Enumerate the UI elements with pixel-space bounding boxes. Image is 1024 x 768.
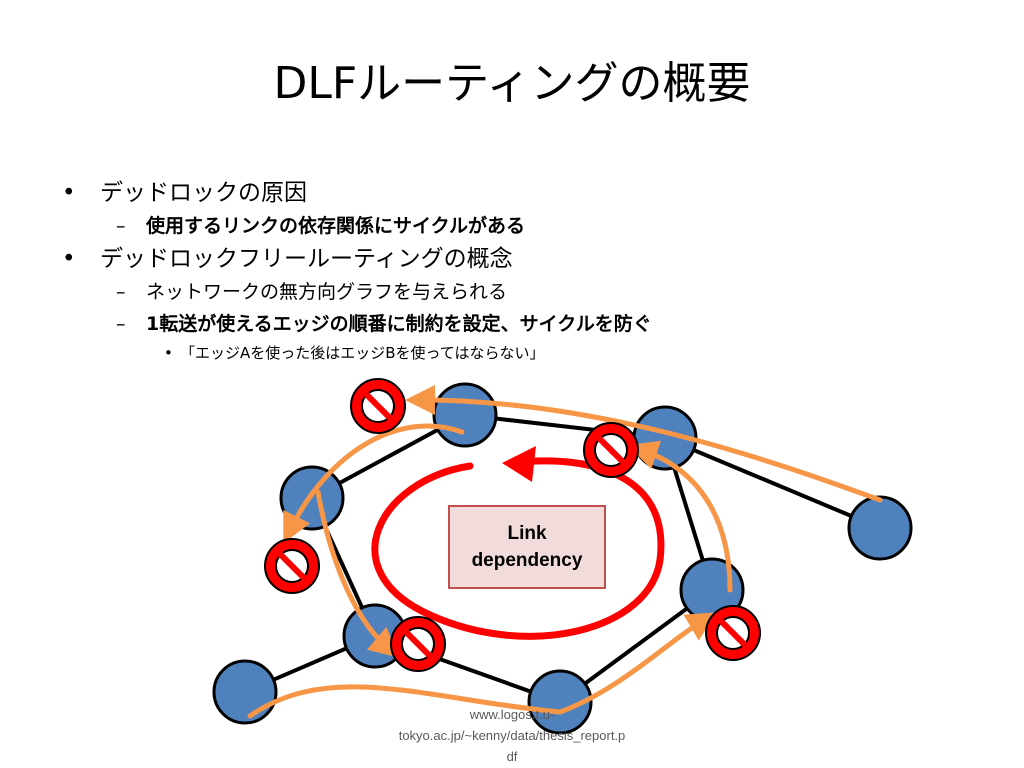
bullet-text: 使用するリンクの依存関係にサイクルがある <box>146 215 526 237</box>
dash-marker: – <box>116 281 126 303</box>
link-box-label-line1: Link <box>507 523 547 544</box>
sub-sub-bullet-item: • 「エッジAを使った後はエッジBを使ってはならない」 <box>60 340 960 366</box>
bullet-text: デッドロックの原因 <box>100 180 307 206</box>
bullet-text: 「エッジAを使った後はエッジBを使ってはならない」 <box>180 344 545 362</box>
link-dependency-box: Link dependency <box>448 505 606 589</box>
route-arrows <box>247 385 883 719</box>
bullet-marker: • <box>164 344 173 362</box>
route-arrow <box>627 440 733 593</box>
dash-marker: – <box>116 215 126 237</box>
cycle-arrow-head <box>502 446 536 482</box>
prohibition-icon <box>264 538 320 594</box>
cycle-arrow-curve <box>371 457 665 640</box>
source-url: www.logos.t.u- tokyo.ac.jp/~kenny/data/t… <box>362 704 662 767</box>
route-arrow <box>315 489 400 658</box>
cycle-arrow <box>371 446 665 640</box>
bullet-list: •デッドロックの原因 –使用するリンクの依存関係にサイクルがある •デッドロック… <box>60 176 960 366</box>
sub-bullet-item: –ネットワークの無方向グラフを与えられる <box>60 276 960 308</box>
prohibition-icon <box>705 605 761 661</box>
source-line: df <box>506 749 518 764</box>
sub-bullet-item: –1転送が使えるエッジの順番に制約を設定、サイクルを防ぐ <box>60 308 960 340</box>
prohibition-icon <box>350 378 406 434</box>
graph-node <box>847 495 913 561</box>
graph-node <box>527 669 593 735</box>
bullet-marker: • <box>62 180 76 206</box>
source-line: tokyo.ac.jp/~kenny/data/thesis_report.p <box>398 728 626 743</box>
bullet-text: デッドロックフリールーティングの概念 <box>100 246 513 272</box>
bullet-item: • デッドロックフリールーティングの概念 <box>60 242 960 276</box>
graph-node <box>279 465 345 531</box>
prohibition-signs <box>264 378 761 672</box>
bullet-text: 1転送が使えるエッジの順番に制約を設定、サイクルを防ぐ <box>146 313 652 335</box>
graph-node <box>212 659 278 725</box>
slide-title: DLFルーティングの概要 <box>273 58 751 109</box>
route-arrow <box>405 385 883 503</box>
graph-edge <box>664 436 881 530</box>
prohibition-icon <box>390 616 446 672</box>
dash-marker: – <box>116 313 126 335</box>
bullet-text: ネットワークの無方向グラフを与えられる <box>146 281 508 303</box>
bullet-marker: • <box>62 246 76 272</box>
sub-bullet-item: –使用するリンクの依存関係にサイクルがある <box>60 210 960 242</box>
route-arrow <box>247 612 717 719</box>
graph-node <box>432 382 498 448</box>
source-line: www.logos.t.u- <box>469 707 555 722</box>
link-box-label-line2: dependency <box>471 550 583 571</box>
prohibition-icon <box>583 422 639 478</box>
route-arrow <box>283 423 465 544</box>
bullet-item: • デッドロックの原因 <box>60 176 960 210</box>
